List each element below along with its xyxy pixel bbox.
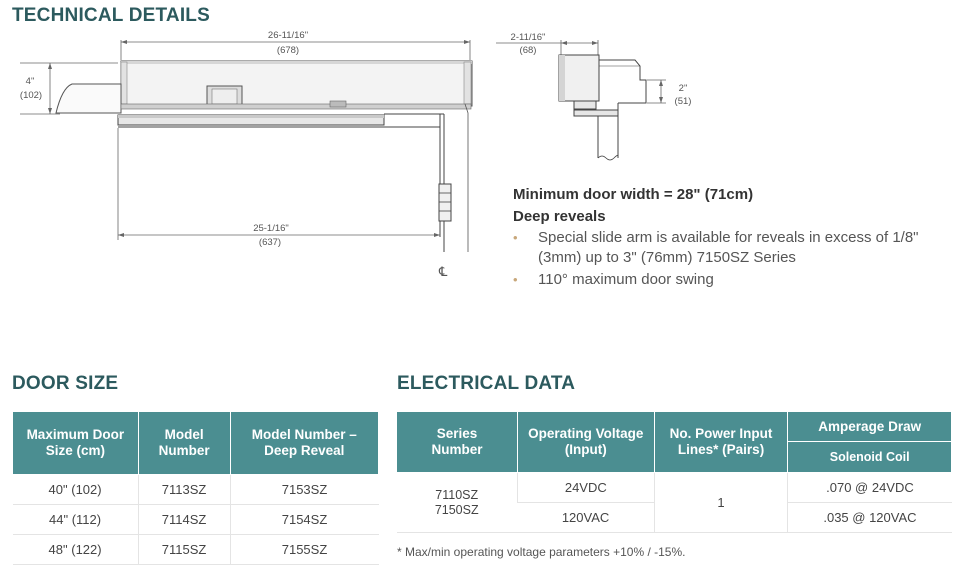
table-subheader-row: Solenoid Coil bbox=[397, 441, 952, 473]
dim-arm-width: 25-1/16" bbox=[253, 223, 289, 234]
deep-reveals-list: •Special slide arm is available for reve… bbox=[513, 228, 933, 290]
lines-cell: 1 bbox=[653, 472, 788, 533]
series-value: 7150SZ bbox=[434, 502, 479, 517]
technical-details-heading: TECHNICAL DETAILS bbox=[12, 5, 210, 26]
dim-side-depth-mm: (68) bbox=[520, 45, 537, 56]
header-series-number: Series Number bbox=[396, 411, 518, 473]
door-size-heading: DOOR SIZE bbox=[12, 373, 119, 394]
table-row: 44" (112) 7114SZ 7154SZ bbox=[12, 504, 379, 535]
bullet-icon: • bbox=[513, 272, 518, 287]
header-operating-voltage: Operating Voltage (Input) bbox=[516, 411, 655, 473]
deep-reveals-title: Deep reveals bbox=[513, 208, 606, 225]
amperage-cell: .035 @ 120VAC bbox=[787, 502, 952, 533]
dim-height-mm: (102) bbox=[20, 90, 42, 101]
model-cell: 7114SZ bbox=[137, 504, 231, 535]
header-power-lines: No. Power Input Lines* (Pairs) bbox=[653, 411, 789, 473]
dim-side-depth: 2-11/16" bbox=[511, 32, 546, 43]
header-max-door-size: Maximum Door Size (cm) bbox=[12, 411, 139, 475]
amperage-cell: .070 @ 24VDC bbox=[787, 472, 952, 503]
table-row: 7110SZ 7150SZ 24VDC 1 .070 @ 24VDC bbox=[396, 472, 952, 533]
dim-side-height: 2" bbox=[679, 83, 688, 94]
door-size-cell: 48" (122) bbox=[12, 534, 139, 565]
dim-overall-width-mm: (678) bbox=[277, 45, 299, 56]
deep-model-cell: 7153SZ bbox=[229, 474, 379, 505]
centerline-mark: ℄ bbox=[438, 264, 448, 279]
header-solenoid-coil: Solenoid Coil bbox=[787, 441, 952, 473]
voltage-cell: 24VDC bbox=[516, 472, 655, 503]
electrical-data-table: Series Number Operating Voltage (Input) … bbox=[396, 411, 952, 533]
dim-overall-width: 26-11/16" bbox=[268, 30, 308, 41]
technical-drawing: 26-11/16" (678) 4" (102) ℄ 25-1/16" (637… bbox=[20, 30, 692, 279]
technical-notes: Minimum door width = 28" (71cm) Deep rev… bbox=[513, 184, 933, 290]
series-cell: 7110SZ 7150SZ bbox=[396, 472, 518, 533]
model-cell: 7115SZ bbox=[137, 534, 231, 565]
bullet-icon: • bbox=[513, 230, 518, 245]
model-cell: 7113SZ bbox=[137, 474, 231, 505]
door-size-cell: 40" (102) bbox=[12, 474, 139, 505]
header-model-deep-reveal: Model Number – Deep Reveal bbox=[229, 411, 380, 475]
header-amperage-draw: Amperage Draw bbox=[787, 411, 952, 442]
header-model-number: Model Number bbox=[137, 411, 231, 475]
deep-model-cell: 7155SZ bbox=[229, 534, 379, 565]
min-door-width: Minimum door width = 28" (71cm) bbox=[513, 186, 754, 203]
list-item: •110° maximum door swing bbox=[513, 271, 714, 288]
table-header-row: Maximum Door Size (cm) Model Number Mode… bbox=[12, 411, 380, 475]
dim-height: 4" bbox=[26, 76, 35, 87]
electrical-footnote: * Max/min operating voltage parameters +… bbox=[397, 545, 686, 559]
electrical-data-heading: ELECTRICAL DATA bbox=[397, 373, 576, 394]
dim-arm-width-mm: (637) bbox=[259, 237, 281, 248]
voltage-cell: 120VAC bbox=[517, 502, 655, 533]
table-row: 120VAC .035 @ 120VAC bbox=[397, 502, 952, 533]
deep-model-cell: 7154SZ bbox=[229, 504, 379, 535]
door-size-table: Maximum Door Size (cm) Model Number Mode… bbox=[12, 411, 380, 565]
dim-side-height-mm: (51) bbox=[675, 96, 692, 107]
table-header-row: Series Number Operating Voltage (Input) … bbox=[396, 411, 952, 473]
table-row: 48" (122) 7115SZ 7155SZ bbox=[12, 534, 379, 565]
series-value: 7110SZ bbox=[435, 487, 479, 502]
table-row: 40" (102) 7113SZ 7153SZ bbox=[12, 474, 379, 505]
list-item: •Special slide arm is available for reve… bbox=[513, 229, 919, 266]
door-size-cell: 44" (112) bbox=[12, 504, 139, 535]
